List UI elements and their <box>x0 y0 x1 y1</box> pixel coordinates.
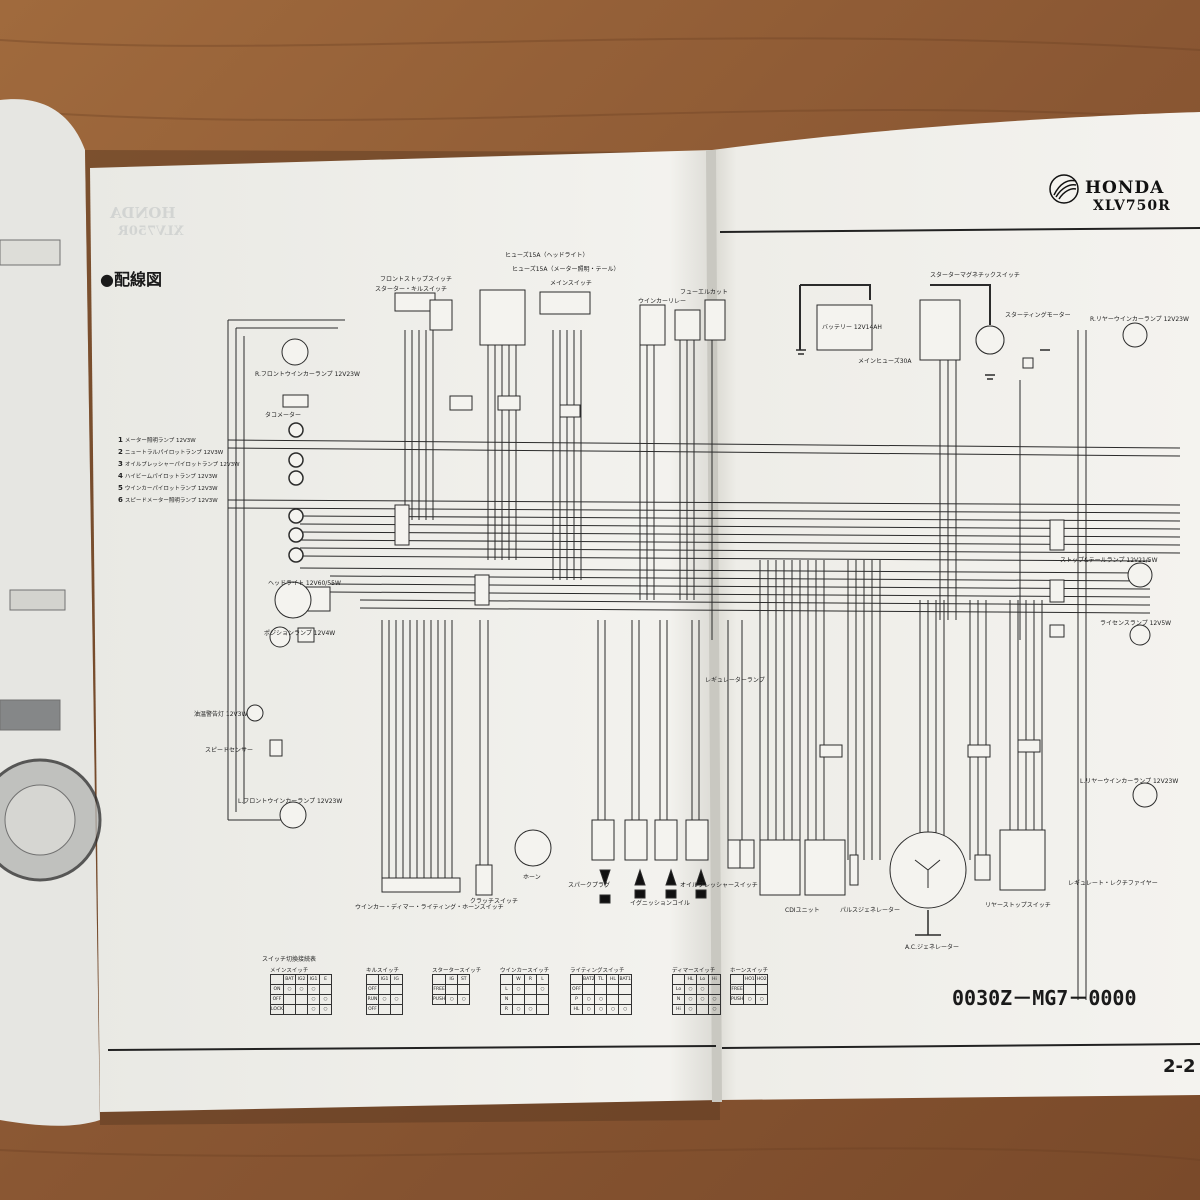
ghost-brand: HONDA <box>110 204 176 222</box>
label-front-stop-switch: フロントストップスイッチ <box>380 276 453 283</box>
lamps <box>246 322 1158 867</box>
label-r-front-winker: R.フロントウインカーランプ 12V23W <box>255 371 360 378</box>
label-headlight: ヘッドライト 12V60/55W <box>268 580 341 587</box>
label-clutch-switch: クラッチスイッチ <box>470 898 519 905</box>
left-curl-figures <box>0 239 102 882</box>
label-regulator-lamp: レギュレーターランプ <box>705 677 765 684</box>
left-page <box>90 150 720 1112</box>
meter-indicators <box>288 422 304 563</box>
label-horn: ホーン <box>523 874 541 881</box>
label-spark-plug: スパークプラグ <box>568 882 611 889</box>
ignition-coils <box>591 819 709 861</box>
label-cdi-unit: CDIユニット <box>785 907 820 914</box>
label-fuel-cut: フューエルカット <box>680 289 728 296</box>
label-winker-relay: ウインカーリレー <box>638 298 687 305</box>
label-fuse-headlight: ヒューズ15A（ヘッドライト） <box>505 252 589 259</box>
label-warning-lamp: 油温警告灯 12V3W <box>194 711 248 718</box>
label-starter-magnetic-switch: スターターマグネチックスイッチ <box>930 272 1020 279</box>
label-position-lamp: ポジションランプ 12V4W <box>264 630 336 637</box>
ground-symbols <box>796 349 1050 380</box>
connectors <box>269 395 1065 758</box>
upper-verticals <box>404 330 1087 1000</box>
cdi-units <box>759 829 1046 896</box>
top-components <box>394 289 1034 369</box>
honda-wing-logo <box>1049 174 1079 204</box>
label-main-switch: メインスイッチ <box>550 280 592 287</box>
label-l-rear-winker: L.リヤーウインカーランプ 12V23W <box>1080 778 1179 785</box>
page-number: 2-2 <box>1163 1056 1196 1077</box>
label-speed-sensor: スピードセンサー <box>205 747 254 754</box>
model-name: XLV750R <box>1093 198 1171 214</box>
ghost-model: XLV750R <box>118 224 184 239</box>
label-stop-tail-lamp: ストップ&テールランプ 12V21/5W <box>1060 557 1158 564</box>
label-starting-motor: スターティングモーター <box>1005 312 1071 319</box>
label-pulse-generator: パルスジェネレーター <box>840 907 901 914</box>
handle-switch-block <box>381 877 461 893</box>
label-ac-generator: A.C.ジェネレーター <box>905 944 960 951</box>
label-main-fuse: メインヒューズ30A <box>858 358 912 365</box>
label-tachometer: タコメーター <box>265 412 302 419</box>
label-fuse-meter: ヒューズ15A（メーター照明・テール） <box>512 266 620 273</box>
label-ignition-coil: イグニッションコイル <box>630 900 690 907</box>
label-handle-switch: ウインカー・ディマー・ライティング・ホーンスイッチ <box>355 904 504 911</box>
part-number: 0030Z－MG7－0000 <box>952 986 1137 1010</box>
brand-honda: HONDA <box>1085 178 1165 198</box>
label-l-front-winker: L.フロントウインカーランプ 12V23W <box>238 798 343 805</box>
section-title: ●配線図 <box>100 270 162 289</box>
label-battery: バッテリー 12V14AH <box>822 324 882 331</box>
label-rear-stop-switch: リヤーストップスイッチ <box>985 902 1051 909</box>
label-starter-kill-switch: スターター・キルスイッチ <box>375 286 448 293</box>
wiring-diagram <box>227 284 1181 1000</box>
spark-plugs <box>599 868 707 904</box>
label-regulator-rectifier: レギュレート・レクチファイヤー <box>1068 880 1158 887</box>
label-r-rear-winker: R.リヤーウインカーランプ 12V23W <box>1090 316 1189 323</box>
label-oil-pressure-switch: オイルプレッシャースイッチ <box>680 882 758 889</box>
label-license-lamp: ライセンスランプ 12V5W <box>1100 620 1172 627</box>
label-switch-table-title: スイッチ切換接続表 <box>262 956 317 963</box>
lower-verticals <box>381 560 1043 880</box>
